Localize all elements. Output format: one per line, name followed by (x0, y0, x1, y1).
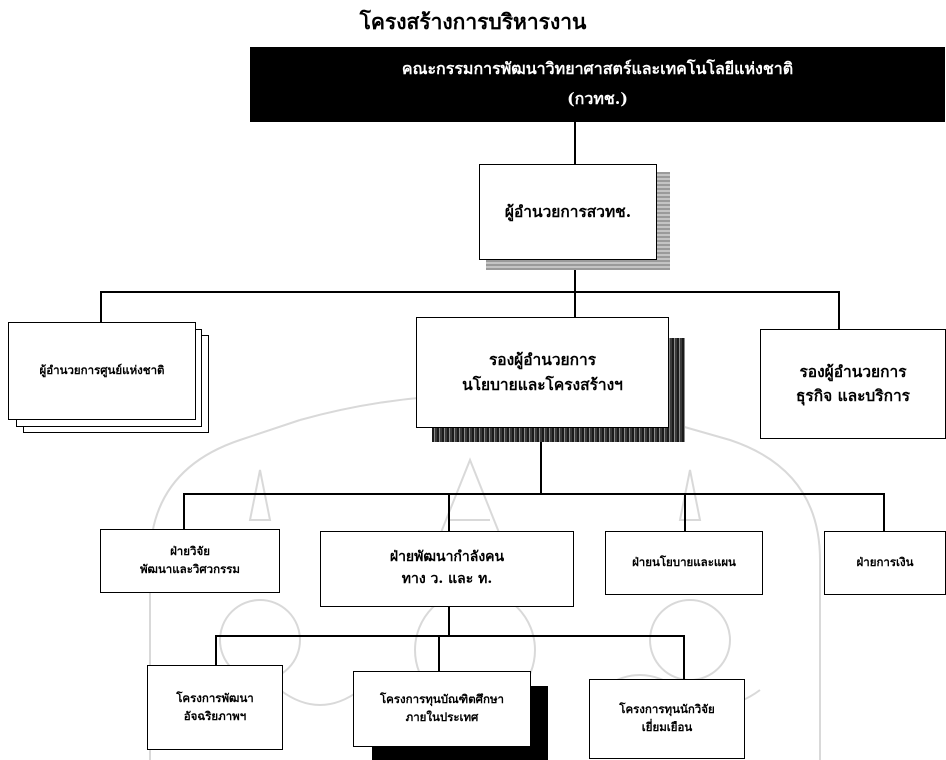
connector-director-bus (574, 260, 576, 292)
talent-project-line2: อัจฉริยภาพฯ (183, 708, 247, 723)
drop-deputy-policy (574, 291, 576, 317)
deputy-policy-shadow-right (667, 338, 685, 442)
bus-level-departments (183, 493, 884, 495)
drop-manpower (448, 493, 450, 531)
policy-plan-dept-box: ฝ่ายนโยบายและแผน (605, 531, 763, 595)
director-box: ผู้อำนวยการสวทช. (479, 164, 657, 260)
talent-project-box: โครงการพัฒนา อัจฉริยภาพฯ (147, 665, 283, 750)
talent-project-line1: โครงการพัฒนา (176, 690, 254, 705)
research-dept-line1: ฝ่ายวิจัย (170, 544, 210, 559)
grad-scholarship-project-box: โครงการทุนบัณฑิตศึกษา ภายในประเทศ (353, 671, 531, 747)
grad-scholarship-line1: โครงการทุนบัณฑิตศึกษา (380, 692, 504, 707)
deputy-business-box: รองผู้อำนวยการ ธุรกิจ และบริการ (760, 329, 946, 439)
drop-talent (215, 635, 217, 665)
deputy-policy-line2: นโยบายและโครงสร้างฯ (462, 374, 623, 394)
manpower-dept-line1: ฝ่ายพัฒนากำลังคน (389, 549, 505, 566)
research-dept-line2: พัฒนาและวิศวกรรม (139, 562, 241, 576)
committee-banner: คณะกรรมการพัฒนาวิทยาศาสตร์และเทคโนโลยีแห… (250, 47, 945, 122)
visiting-researcher-line1: โครงการทุนนักวิจัย (619, 702, 715, 717)
drop-national-centers (100, 291, 102, 323)
drop-visiting-researcher (683, 635, 685, 679)
committee-abbrev: (กวทช.) (567, 89, 628, 108)
finance-dept-box: ฝ่ายการเงิน (824, 531, 946, 595)
connector-committee-director (574, 122, 576, 164)
deputy-business-line1: รองผู้อำนวยการ (799, 361, 907, 381)
connector-manpower-bus (448, 607, 450, 636)
finance-dept-label: ฝ่ายการเงิน (856, 555, 914, 570)
drop-finance (883, 493, 885, 531)
deputy-policy-box: รองผู้อำนวยการ นโยบายและโครงสร้างฯ (416, 317, 669, 428)
manpower-dept-line2: ทาง ว. และ ท. (401, 571, 493, 587)
chart-title: โครงสร้างการบริหารงาน (359, 9, 587, 34)
committee-name: คณะกรรมการพัฒนาวิทยาศาสตร์และเทคโนโลยีแห… (401, 59, 794, 78)
visiting-researcher-project-box: โครงการทุนนักวิจัย เยี่ยมเยือน (589, 679, 745, 759)
national-centers-label: ผู้อำนวยการศูนย์แห่งชาติ (39, 363, 165, 378)
bus-level-deputies (100, 291, 839, 293)
policy-plan-dept-label: ฝ่ายนโยบายและแผน (632, 555, 736, 570)
deputy-business-line2: ธุรกิจ และบริการ (795, 386, 911, 405)
connector-deputy-bus (540, 440, 542, 494)
grad-scholarship-line2: ภายในประเทศ (405, 710, 479, 724)
manpower-dept-box: ฝ่ายพัฒนากำลังคน ทาง ว. และ ท. (320, 531, 574, 607)
drop-policy-plan (684, 493, 686, 531)
drop-grad-scholarship (438, 635, 440, 671)
drop-research (183, 493, 185, 529)
national-centers-box: ผู้อำนวยการศูนย์แห่งชาติ (8, 322, 196, 420)
director-label: ผู้อำนวยการสวทช. (504, 201, 632, 221)
research-dept-box: ฝ่ายวิจัย พัฒนาและวิศวกรรม (100, 529, 280, 593)
bus-level-projects (215, 635, 684, 637)
visiting-researcher-line2: เยี่ยมเยือน (641, 720, 693, 734)
drop-deputy-business (838, 291, 840, 329)
deputy-policy-line1: รองผู้อำนวยการ (488, 350, 597, 370)
deputy-policy-shadow-bottom (432, 428, 685, 442)
